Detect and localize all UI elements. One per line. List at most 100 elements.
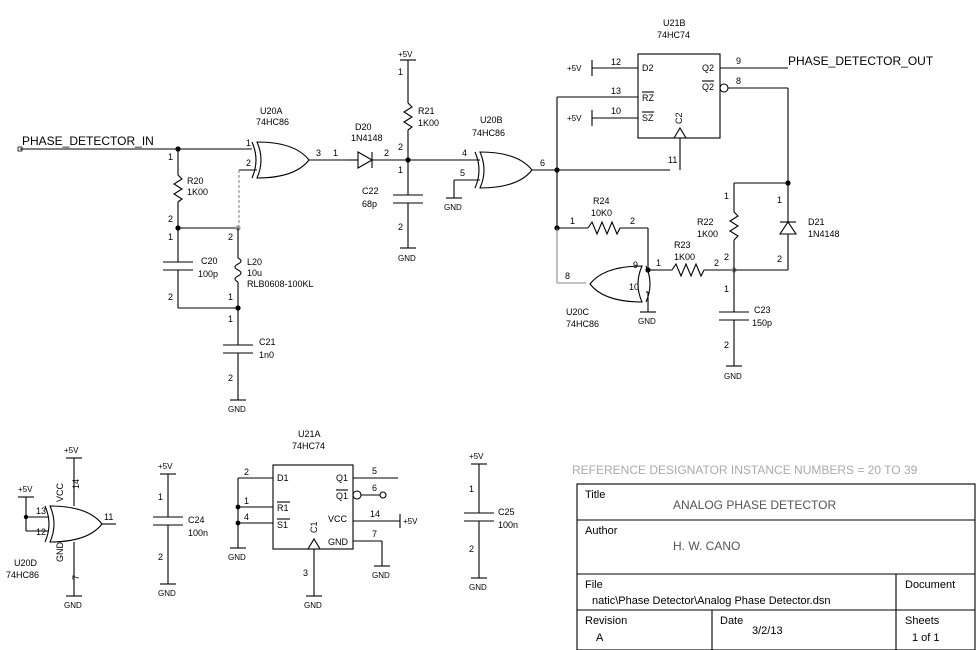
resistor-r21: +5V 1 2 R21 1K00 — [398, 50, 439, 160]
schematic-label: 1 — [168, 232, 173, 242]
schematic-label: 8 — [736, 76, 741, 86]
schematic-label: Revision — [585, 615, 627, 627]
schematic-label: Q1 — [336, 473, 348, 483]
net-label-phase-detector-out: PHASE_DETECTOR_OUT — [788, 54, 934, 68]
schematic-label: Date — [720, 615, 743, 627]
schematic-label: R20 — [187, 176, 204, 186]
schematic-label: 6 — [372, 483, 377, 493]
schematic-label: 100n — [498, 520, 518, 530]
schematic-label: File — [585, 579, 603, 591]
schematic-label: 74HC86 — [566, 319, 599, 329]
schematic-label: 10K0 — [591, 208, 612, 218]
schematic-label: GND — [304, 601, 322, 610]
schematic-label: 5 — [372, 466, 377, 476]
schematic-label: 2 — [246, 158, 251, 168]
schematic-label: 1 — [168, 152, 173, 162]
schematic-label: 1 — [228, 314, 233, 324]
schematic-label: 2 — [168, 214, 173, 224]
schematic-label: 2 — [228, 373, 233, 383]
schematic-label: U20C — [566, 307, 590, 317]
schematic-label: 9 — [633, 260, 638, 270]
schematic-label: 10u — [247, 268, 262, 278]
schematic-label: D21 — [808, 217, 825, 227]
schematic-label: D2 — [642, 63, 654, 73]
schematic-label: 1K00 — [418, 118, 439, 128]
schematic-label: 100p — [198, 269, 218, 279]
schematic-label: GND — [444, 203, 462, 212]
schematic-label: 74HC86 — [472, 128, 505, 138]
title-block: REFERENCE DESIGNATOR INSTANCE NUMBERS = … — [572, 463, 976, 650]
schematic-label: 1 — [246, 138, 251, 148]
schematic-label: C23 — [754, 305, 771, 315]
schematic-label: L20 — [247, 257, 262, 267]
schematic-label: Q2 — [702, 82, 714, 92]
schematic-label: 2 — [724, 252, 729, 262]
schematic-label: GND — [228, 553, 246, 562]
schematic-label: Q2 — [702, 63, 714, 73]
schematic-label: 1N4148 — [808, 229, 840, 239]
schematic-label: GND — [724, 372, 742, 381]
resistor-r24: 1 2 R24 10K0 — [554, 196, 649, 270]
schematic-label: GND — [372, 571, 390, 580]
schematic-label: 9 — [736, 56, 741, 66]
schematic-label: VCC — [55, 482, 65, 502]
author-value: H. W. CANO — [673, 539, 740, 553]
value-u20a: 74HC86 — [256, 117, 289, 127]
schematic-label: GND — [228, 405, 246, 414]
schematic-label: +5V — [18, 485, 33, 494]
schematic-label: Sheets — [905, 615, 940, 627]
schematic-label: D20 — [355, 122, 372, 132]
schematic-label: C22 — [362, 186, 379, 196]
schematic-label: 2 — [630, 216, 635, 226]
schematic-label: 10 — [629, 282, 639, 292]
schematic-label: U20B — [480, 115, 503, 125]
resistor-r23: 1 2 R23 1K00 — [648, 240, 737, 278]
schematic-label: 2 — [469, 544, 474, 554]
schematic-label: 2 — [168, 292, 173, 302]
schematic-label: 74HC74 — [292, 441, 325, 451]
capacitor-c22: 1 2 C22 68p GND — [362, 160, 423, 263]
schematic-label: +5V — [403, 517, 418, 526]
schematic-label: Author — [585, 525, 618, 537]
schematic-label: 150p — [752, 318, 772, 328]
schematic-label: 2 — [724, 340, 729, 350]
schematic-label: 1 — [777, 195, 782, 205]
inductor-l20: 2 1 L20 10u RLB0608-100KL — [228, 170, 314, 311]
ref-u20a: U20A — [260, 106, 283, 116]
schematic-label: 4 — [462, 148, 467, 158]
schematic-label: 2 — [714, 258, 719, 268]
schematic-label: R22 — [697, 217, 714, 227]
capacitor-c21: 1 2 C21 1n0 GND — [223, 308, 276, 414]
capacitor-c24: +5V 1 2 C24 100n GND — [153, 462, 208, 598]
schematic-label: SZ — [642, 113, 654, 123]
schematic-label: 10 — [611, 106, 621, 116]
schematic-label: 7 — [372, 529, 377, 539]
schematic-label: 74HC86 — [6, 570, 39, 580]
schematic-label: 2 — [777, 254, 782, 264]
schematic-label: Document — [905, 579, 955, 591]
schematic-label: 1 — [656, 258, 661, 268]
capacitor-c23: 1 2 C23 150p GND — [719, 270, 772, 381]
schematic-label: 2 — [228, 232, 233, 242]
schematic-label: 14 — [71, 479, 81, 489]
schematic-label: D1 — [277, 473, 289, 483]
schematic-label: 12 — [611, 57, 621, 67]
schematic-label: 13 — [36, 506, 46, 516]
schematic-label: R21 — [418, 106, 435, 116]
resistor-r22: 1 2 R22 1K00 — [697, 180, 791, 270]
schematic-label: U20D — [14, 558, 38, 568]
schematic-label: RLB0608-100KL — [247, 279, 314, 289]
schematic-label: +5V — [567, 114, 582, 123]
schematic-label: 74HC74 — [657, 30, 690, 40]
schematic-label: C21 — [259, 337, 276, 347]
schematic-label: 2 — [158, 552, 163, 562]
schematic-label: U21A — [298, 429, 321, 439]
capacitor-c25: +5V 1 2 C25 100n GND — [464, 452, 518, 592]
schematic-label: 1K00 — [697, 229, 718, 239]
schematic-label: 1N4148 — [351, 133, 383, 143]
schematic-label: 2 — [244, 467, 249, 477]
schematic-label: 1K00 — [674, 252, 695, 262]
diode-d21: 1 2 D21 1N4148 — [734, 183, 840, 271]
schematic-label: 13 — [611, 86, 621, 96]
